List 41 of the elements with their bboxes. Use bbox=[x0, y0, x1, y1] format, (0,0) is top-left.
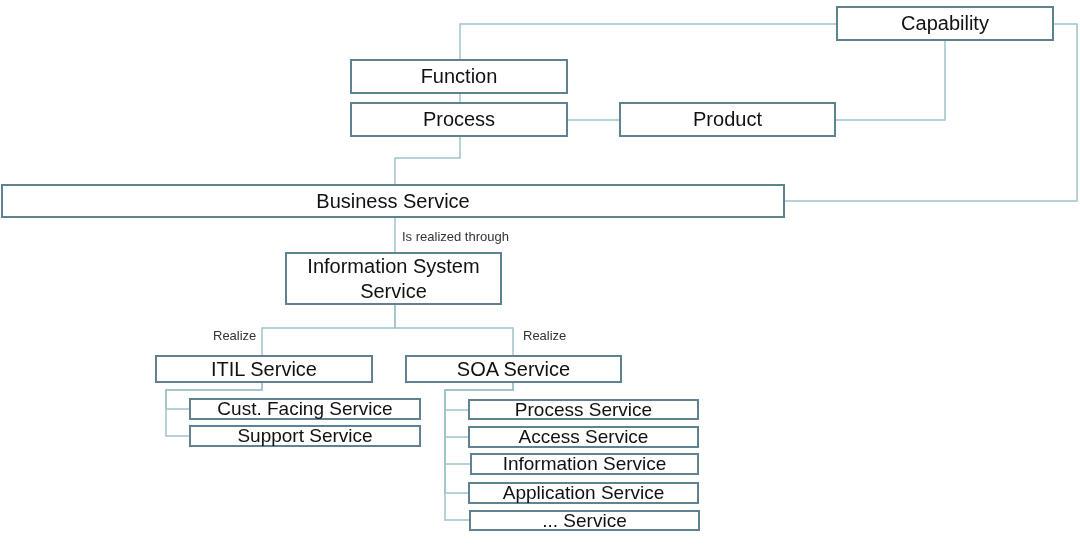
connector-line bbox=[784, 23, 1078, 202]
connector-line bbox=[394, 217, 396, 253]
connector-line bbox=[394, 304, 514, 356]
box-label: Support Service bbox=[237, 424, 373, 448]
service-box bbox=[350, 59, 568, 94]
connector-line bbox=[835, 40, 946, 121]
service-box bbox=[468, 482, 699, 504]
connector-line bbox=[567, 119, 620, 121]
box-label: Process Service bbox=[514, 397, 653, 422]
box-label: Process bbox=[422, 107, 496, 132]
service-box bbox=[285, 252, 502, 305]
service-box bbox=[469, 510, 700, 531]
connector-line bbox=[394, 136, 461, 185]
service-box bbox=[405, 355, 622, 383]
connector-line bbox=[459, 23, 837, 60]
service-box bbox=[468, 399, 699, 420]
service-box bbox=[468, 426, 699, 448]
box-label: Capability bbox=[901, 11, 989, 36]
box-label: ITIL Service bbox=[211, 356, 317, 382]
connector-line bbox=[165, 382, 263, 437]
service-box bbox=[189, 398, 421, 420]
service-box bbox=[619, 102, 836, 137]
service-box bbox=[470, 453, 699, 475]
box-label: Access Service bbox=[518, 425, 649, 449]
box-label: SOA Service bbox=[456, 356, 571, 382]
service-box bbox=[189, 425, 421, 447]
box-label: Product bbox=[693, 107, 762, 132]
box-label: ... Service bbox=[542, 508, 627, 533]
connector-line bbox=[444, 382, 514, 521]
box-label: Cust. Facing Service bbox=[217, 397, 393, 421]
box-label: Information System Service bbox=[306, 253, 481, 304]
box-label: Business Service bbox=[316, 188, 470, 214]
service-box bbox=[155, 355, 373, 383]
service-box bbox=[836, 6, 1054, 41]
connector-line bbox=[459, 93, 461, 103]
box-label: Function bbox=[420, 64, 498, 89]
edge-label: Is realized through bbox=[400, 230, 511, 245]
box-label: Information Service bbox=[502, 452, 667, 476]
service-box bbox=[1, 184, 785, 218]
service-box bbox=[350, 102, 568, 137]
box-label: Application Service bbox=[502, 481, 665, 505]
